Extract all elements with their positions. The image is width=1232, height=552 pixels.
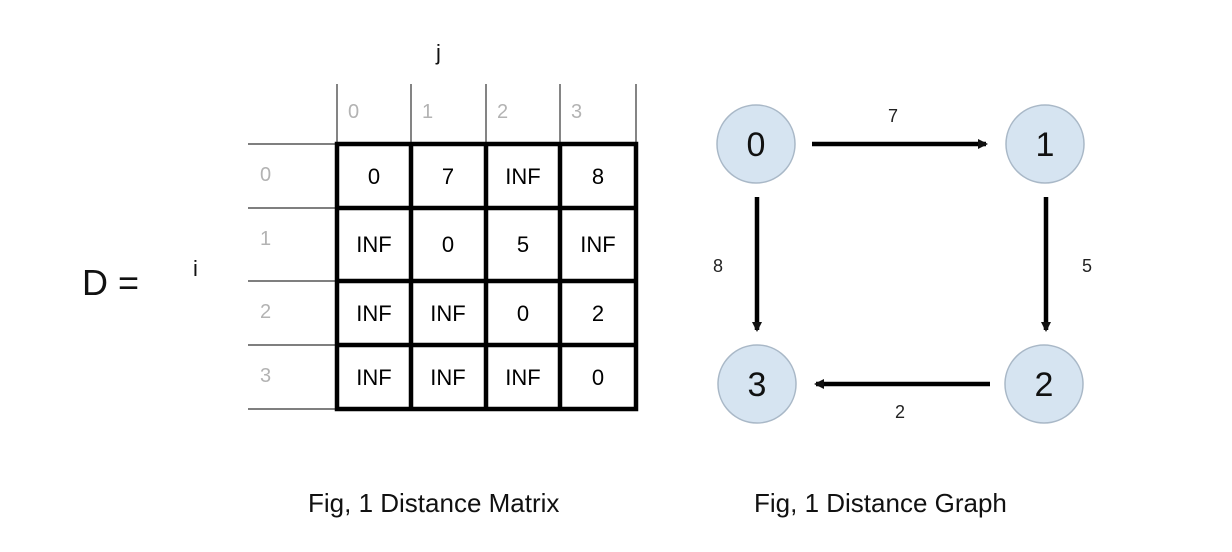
matrix-cell: 0	[592, 365, 604, 390]
graph-edges	[752, 139, 1051, 389]
node-label: 1	[1036, 126, 1055, 164]
row-header: 0	[260, 164, 271, 186]
matrix-caption: Fig, 1 Distance Matrix	[308, 488, 560, 518]
col-header: 0	[348, 101, 359, 123]
edge-weights: 7 5 2 8	[713, 106, 1092, 422]
matrix-grid	[334, 141, 639, 412]
col-header: 1	[422, 101, 433, 123]
matrix-cell: 7	[442, 164, 454, 189]
edge-weight-2-3: 2	[895, 402, 905, 422]
matrix-header-lines	[248, 84, 637, 410]
edge-weight-0-1: 7	[888, 106, 898, 126]
graph-node-2: 2	[1004, 344, 1084, 424]
col-header: 3	[571, 101, 582, 123]
node-label: 0	[747, 126, 766, 164]
matrix-cell: INF	[356, 365, 391, 390]
row-headers: 0 1 2 3	[260, 164, 271, 387]
node-label: 3	[748, 366, 767, 404]
row-header: 3	[260, 365, 271, 387]
matrix-cell: 5	[517, 232, 529, 257]
matrix-cell: 8	[592, 164, 604, 189]
row-header: 1	[260, 228, 271, 250]
matrix-cell: 0	[517, 301, 529, 326]
graph-nodes: 0 1 2 3	[716, 104, 1085, 424]
matrix-cell: INF	[580, 232, 615, 257]
node-circle	[1005, 104, 1085, 184]
graph-caption: Fig, 1 Distance Graph	[754, 488, 1007, 518]
edge-weight-0-3: 8	[713, 256, 723, 276]
graph-node-3: 3	[717, 344, 797, 424]
matrix-cell: INF	[430, 365, 465, 390]
col-axis-label: j	[436, 40, 441, 65]
matrix-cell: 0	[368, 164, 380, 189]
row-header: 2	[260, 301, 271, 323]
matrix-cell: INF	[356, 232, 391, 257]
node-circle	[717, 344, 797, 424]
row-axis-label: i	[193, 256, 198, 281]
node-circle	[716, 104, 796, 184]
matrix-cell: 0	[442, 232, 454, 257]
col-header: 2	[497, 101, 508, 123]
matrix-cell: INF	[356, 301, 391, 326]
col-headers: 0 1 2 3	[348, 101, 582, 123]
node-circle	[1004, 344, 1084, 424]
graph-node-1: 1	[1005, 104, 1085, 184]
matrix-lhs-label: D =	[82, 262, 140, 303]
graph-node-0: 0	[716, 104, 796, 184]
node-label: 2	[1035, 366, 1054, 404]
matrix-cell: INF	[430, 301, 465, 326]
matrix-cell: INF	[505, 365, 540, 390]
matrix-cell: 2	[592, 301, 604, 326]
matrix-cells: 0 7 INF 8 INF 0 5 INF INF INF 0 2 INF IN…	[356, 164, 615, 390]
matrix-cell: INF	[505, 164, 540, 189]
edge-weight-1-2: 5	[1082, 256, 1092, 276]
